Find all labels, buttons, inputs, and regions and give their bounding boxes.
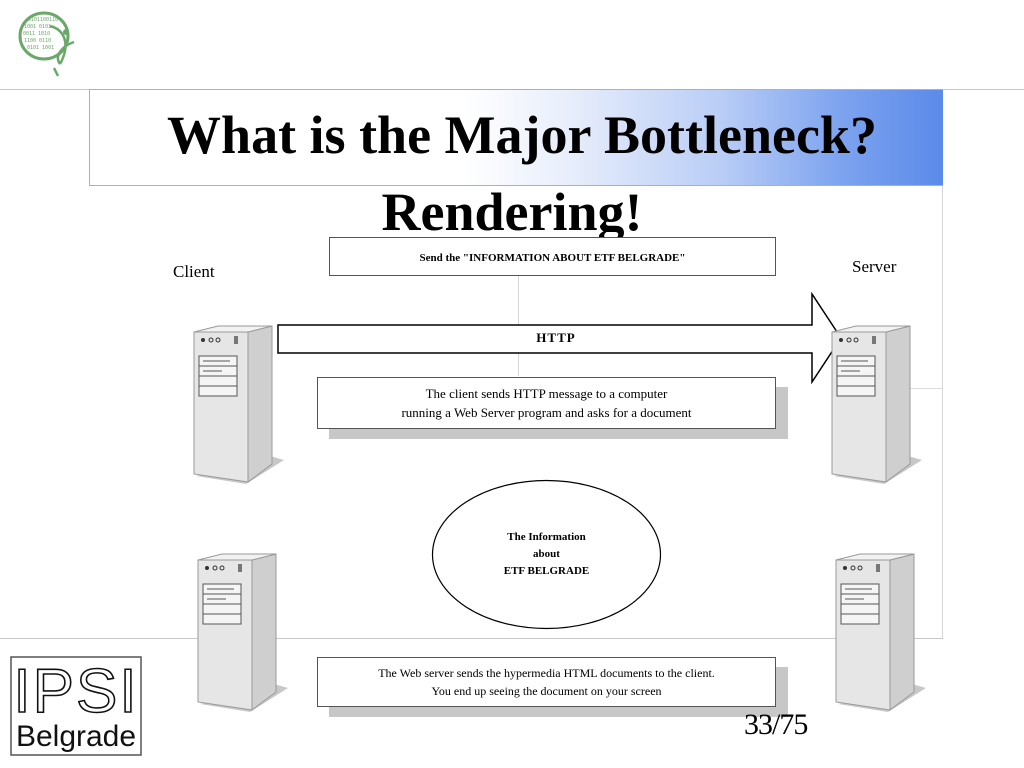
http-label: HTTP: [536, 330, 576, 345]
client-request-box: The client sends HTTP message to a compu…: [317, 377, 776, 429]
client-box-line-1: The client sends HTTP message to a compu…: [425, 386, 668, 401]
title-band: [89, 89, 943, 186]
client-box-line-2: running a Web Server program and asks fo…: [401, 405, 692, 420]
server-box-line-2: You end up seeing the document on your s…: [431, 684, 662, 698]
page-number: 33/75: [744, 708, 808, 741]
svg-text:0011 1010: 0011 1010: [23, 31, 50, 37]
client-computer-top-icon: [186, 324, 286, 504]
information-ellipse: [430, 478, 663, 631]
logo-top-text: IPSI: [13, 657, 138, 726]
server-computer-top-icon: [824, 324, 924, 504]
http-arrow: [276, 291, 844, 385]
ellipse-line-3: ETF BELGRADE: [503, 565, 590, 577]
ipsi-belgrade-logo: IPSI Belgrade: [10, 656, 142, 756]
page-subtitle: Rendering!: [381, 182, 643, 242]
client-label: Client: [173, 262, 215, 281]
server-computer-bottom-icon: [828, 552, 928, 732]
bottom-divider: [0, 638, 943, 639]
page-title: What is the Major Bottleneck?: [167, 105, 877, 165]
right-divider: [942, 89, 943, 639]
ellipse-line-1: The Information: [507, 531, 586, 543]
ellipse-text: The Information about ETF BELGRADE: [430, 529, 663, 580]
server-response-box: The Web server sends the hypermedia HTML…: [317, 657, 776, 707]
svg-text:1001 0101: 1001 0101: [24, 24, 51, 30]
client-computer-bottom-icon: [190, 552, 290, 732]
server-label: Server: [852, 257, 897, 276]
server-box-line-1: The Web server sends the hypermedia HTML…: [378, 666, 715, 680]
green-emblem-icon: 0101100110 1001 0101 0011 1010 1100 0110…: [14, 6, 88, 78]
svg-text:0101 1001: 0101 1001: [27, 45, 54, 51]
svg-text:0101100110: 0101100110: [28, 17, 58, 23]
send-request-box: Send the "INFORMATION ABOUT ETF BELGRADE…: [329, 237, 776, 276]
svg-text:1100 0110: 1100 0110: [24, 38, 51, 44]
logo-bottom-text: Belgrade: [16, 720, 136, 753]
ellipse-line-2: about: [533, 548, 560, 560]
